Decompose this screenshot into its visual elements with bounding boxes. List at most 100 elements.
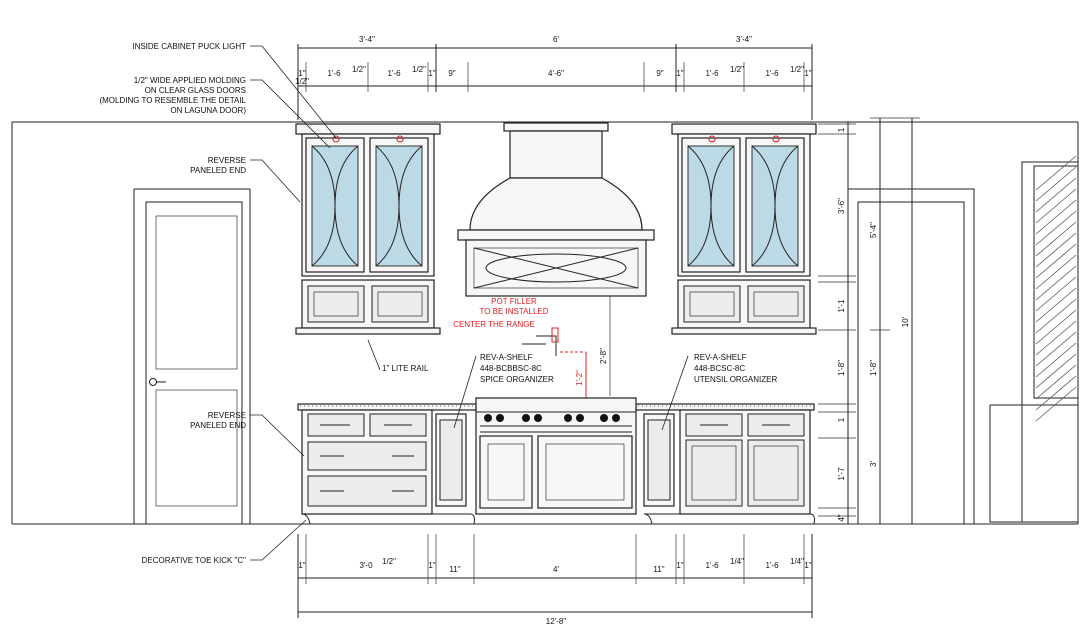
- dim-top-hood-l: 9": [448, 69, 455, 78]
- dim-top-r-end2: 1": [804, 69, 811, 78]
- dim-top-hood-c: 4'-6": [548, 69, 564, 78]
- left-base-cabinet: [301, 409, 467, 515]
- hatch-line: [1035, 199, 1077, 235]
- left-door: [133, 188, 251, 525]
- note-toe-kick: DECORATIVE TOE KICK "C": [142, 556, 247, 565]
- dim-v-drawer: 1'-7: [837, 467, 846, 481]
- bottom-dimension-labels: 1" 3'-0 1/2" 1" 11" 4' 11" 1" 1'-6 1/4" …: [298, 557, 811, 626]
- range-hood: [457, 122, 655, 297]
- top-dimensions: [297, 44, 813, 120]
- hatch-line: [1035, 177, 1077, 213]
- note-utensil-3: UTENSIL ORGANIZER: [694, 375, 777, 384]
- vertical-dimensions: [609, 117, 920, 525]
- hatch-line: [1035, 342, 1077, 378]
- door-knob-icon: [149, 378, 157, 386]
- hatch-line: [1035, 331, 1077, 367]
- note-molding-2: ON CLEAR GLASS DOORS: [145, 86, 246, 95]
- dim-top-l-d1: 1'-6: [327, 69, 341, 78]
- dim-bot-l-main: 3'-0: [359, 561, 373, 570]
- dim-top-r-end: 1": [676, 69, 683, 78]
- hatch-line: [1035, 386, 1077, 422]
- dim-top-r-d2-half: 1/2": [790, 65, 804, 74]
- note-molding-3: (MOLDING TO RESEMBLE THE DETAIL: [99, 96, 246, 105]
- dim-v-overall: 10': [901, 316, 910, 327]
- dim-bot-r-d1: 1'-6: [705, 561, 719, 570]
- dim-bot-r-end2: 1": [804, 561, 811, 570]
- right-door: [847, 188, 975, 525]
- vertical-dimension-labels: 1 3'-6" 1'-1 1'-8" 1 1'-7 4" 5'-4" 1'-8"…: [575, 127, 910, 521]
- range-knob-icon: [522, 414, 530, 422]
- note-molding-4: ON LAGUNA DOOR): [170, 106, 246, 115]
- top-dimension-labels: 3'-4" 6' 3'-4" 1" 1/2" 1'-6 1/2" 1'-6 1/…: [295, 35, 812, 86]
- pot-filler: [522, 327, 587, 402]
- hatch-line: [1035, 166, 1077, 202]
- dim-v-base: 3': [869, 461, 878, 467]
- note-reverse-upper-2: PANELED END: [190, 166, 246, 175]
- dim-v-toe: 4": [837, 514, 846, 521]
- note-pot-filler-3: CENTER THE RANGE: [453, 320, 535, 329]
- dim-bot-fill-r: 11": [653, 565, 664, 574]
- hatch-line: [1035, 276, 1077, 312]
- note-utensil-1: REV-A-SHELF: [694, 353, 747, 362]
- dim-top-r-d1-half: 1/2": [730, 65, 744, 74]
- dim-top-l-end-half: 1/2": [295, 77, 309, 86]
- dim-bot-l-main-half: 1/2": [382, 557, 396, 566]
- puck-light-icon: [332, 135, 340, 143]
- left-upper-cabinet: [295, 123, 441, 335]
- range-knob-icon: [612, 414, 620, 422]
- dim-bot-overall: 12'-8": [546, 617, 567, 626]
- hatch-line: [1035, 298, 1077, 334]
- dim-v-backsplash-2: 1'-8": [869, 360, 878, 376]
- hatch-line: [1035, 210, 1077, 246]
- dim-v-backsplash: 1'-8": [837, 360, 846, 376]
- range-knob-icon: [600, 414, 608, 422]
- dim-top-l-end2: 1": [428, 69, 435, 78]
- right-wall-column: [989, 155, 1079, 523]
- dim-top-hood-r: 9": [656, 69, 663, 78]
- hatch-line: [1035, 232, 1077, 268]
- range-knob-icon: [496, 414, 504, 422]
- hatch-line: [1035, 221, 1077, 257]
- dim-v-light-rail: 1'-1: [837, 299, 846, 313]
- hatch-line: [1035, 309, 1077, 345]
- note-spice-1: REV-A-SHELF: [480, 353, 533, 362]
- dim-bot-r-end: 1": [676, 561, 683, 570]
- dim-top-right: 3'-4": [736, 35, 752, 44]
- dim-v-upper-total: 5'-4": [869, 222, 878, 238]
- notes: INSIDE CABINET PUCK LIGHT 1/2" WIDE APPL…: [99, 42, 777, 565]
- hatch-line: [1035, 254, 1077, 290]
- note-utensil-2: 448-BCSC-8C: [694, 364, 745, 373]
- hatch-line: [1035, 243, 1077, 279]
- hatch-line: [1035, 265, 1077, 301]
- leader-lines: [250, 45, 689, 561]
- note-reverse-lower-2: PANELED END: [190, 421, 246, 430]
- dim-bot-range: 4': [553, 565, 559, 574]
- dim-bot-r-d2-quarter: 1/4": [790, 557, 804, 566]
- note-pot-filler-2: TO BE INSTALLED: [479, 307, 548, 316]
- note-lite-rail: 1" LITE RAIL: [382, 364, 429, 373]
- toe-kicks: [301, 513, 815, 525]
- dim-top-l-d1-half: 1/2": [352, 65, 366, 74]
- puck-light-icon: [772, 135, 780, 143]
- note-spice-2: 448-BCBBSC-8C: [480, 364, 542, 373]
- right-upper-cabinet: [671, 123, 817, 335]
- dim-top-r-d2: 1'-6: [765, 69, 779, 78]
- dim-v-hood-to-range: 2'-8": [599, 348, 608, 364]
- dim-top-l-d2: 1'-6: [387, 69, 401, 78]
- dim-bot-l-end2: 1": [428, 561, 435, 570]
- puck-light-icon: [708, 135, 716, 143]
- note-spice-3: SPICE ORGANIZER: [480, 375, 554, 384]
- dim-v-counter: 1: [837, 417, 846, 422]
- note-reverse-upper-1: REVERSE: [208, 156, 246, 165]
- dim-v-crown: 1: [837, 127, 846, 132]
- range-knob-icon: [534, 414, 542, 422]
- dim-bot-fill-l: 11": [449, 565, 460, 574]
- note-pot-filler-1: POT FILLER: [491, 297, 537, 306]
- range: [475, 397, 637, 515]
- dim-v-pot-filler-height: 1'-2": [575, 370, 584, 386]
- dim-top-l-d2-half: 1/2": [412, 65, 426, 74]
- dim-top-r-d1: 1'-6: [705, 69, 719, 78]
- hatch-line: [1035, 364, 1077, 400]
- hatch-line: [1035, 320, 1077, 356]
- range-knob-icon: [484, 414, 492, 422]
